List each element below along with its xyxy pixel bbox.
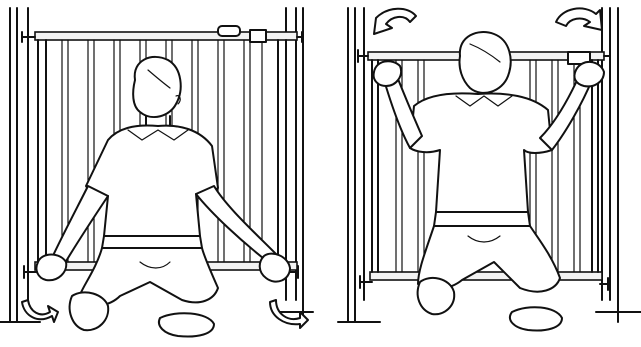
gate-latch-left: [218, 26, 240, 36]
man-right-shoe-left: [418, 278, 455, 314]
man-left-shoe-left: [70, 292, 109, 330]
man-right: [374, 32, 604, 330]
gate-lock-left: [250, 30, 266, 42]
man-right-hand-right: [574, 62, 604, 86]
man-left-arm-right: [196, 186, 276, 262]
man-left-hand-left: [36, 255, 66, 281]
man-right-shirt: [410, 93, 552, 219]
spindle-top-right: [604, 50, 610, 62]
panel-left: [0, 8, 313, 337]
man-left-shirt: [86, 126, 218, 242]
man-left: [36, 57, 290, 337]
man-right-shoe-right: [510, 307, 562, 330]
rotate-arrow-icon: [556, 8, 602, 30]
man-left-shoe-right: [159, 313, 214, 336]
panel-right: [338, 8, 641, 331]
man-left-head: [133, 57, 181, 117]
rotate-arrow-icon: [22, 300, 58, 322]
rotate-arrow-icon: [374, 9, 416, 34]
man-right-head: [459, 32, 510, 93]
man-left-belt: [102, 236, 202, 248]
man-right-belt: [434, 212, 530, 226]
man-right-hand-left: [374, 61, 401, 86]
